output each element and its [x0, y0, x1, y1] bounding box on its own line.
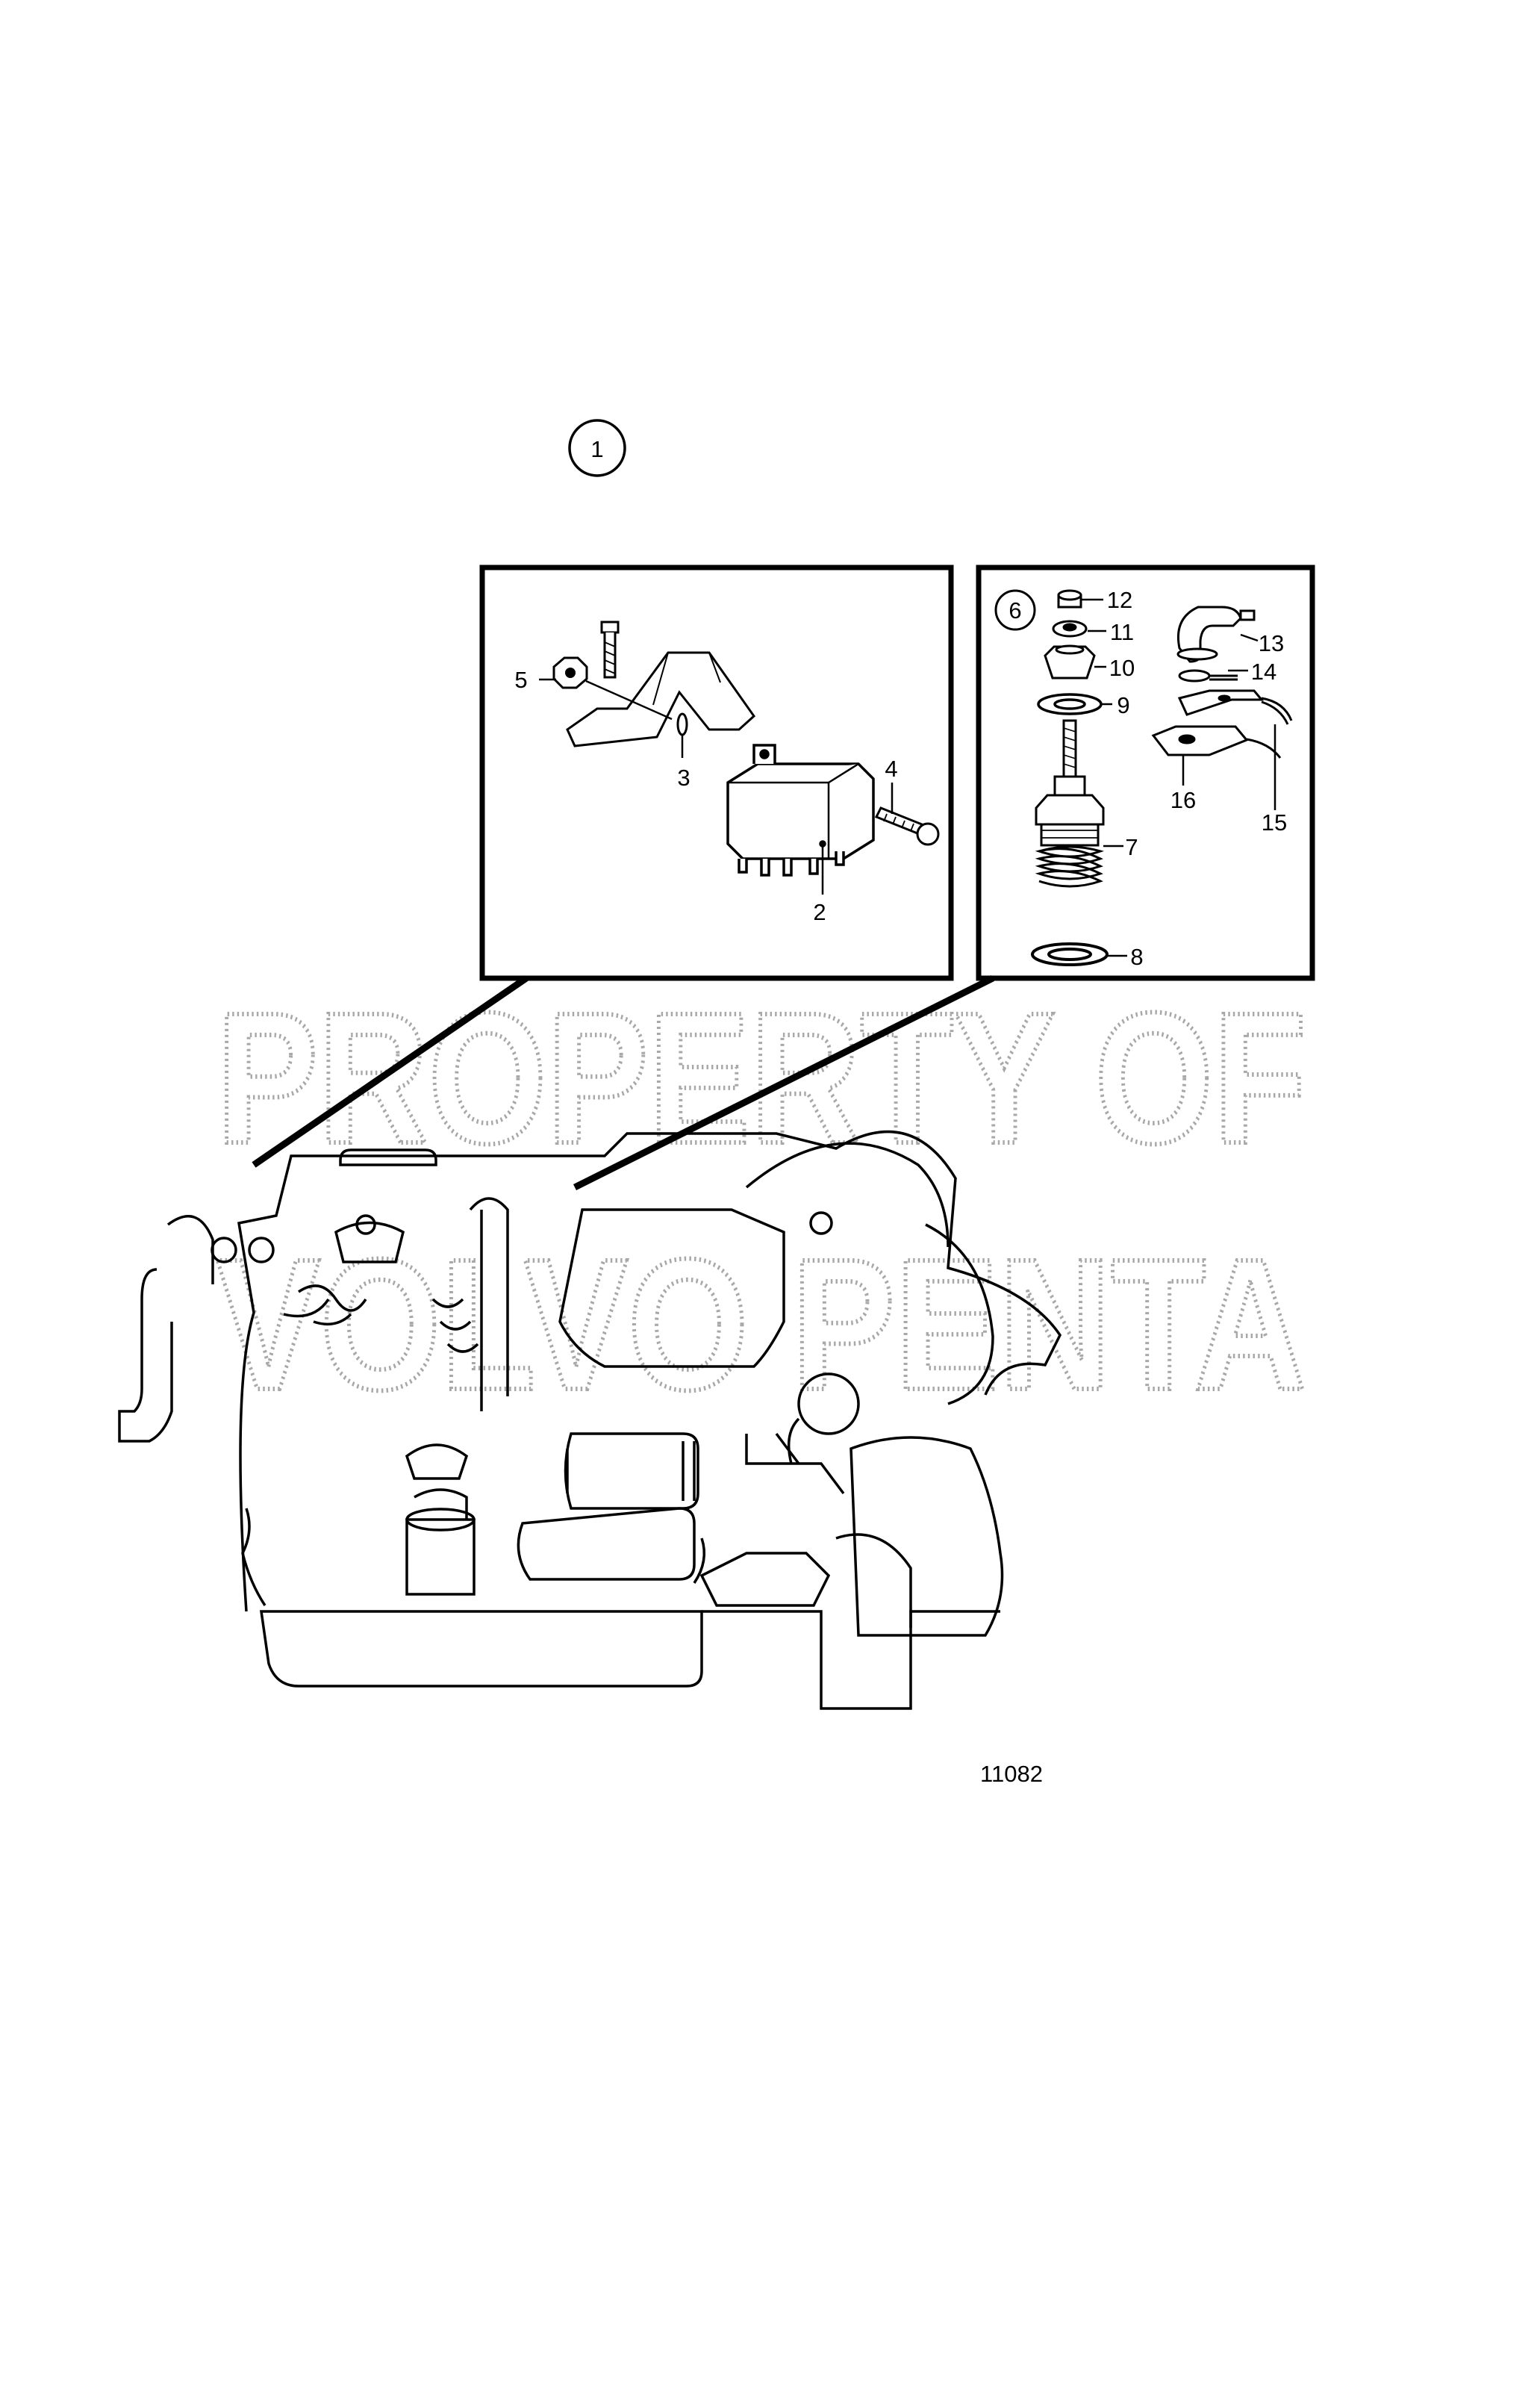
sealing-ring-icon	[1031, 942, 1109, 966]
nut-icon	[552, 656, 588, 689]
inset-glow-plug: 6	[976, 565, 1315, 981]
screw-icon	[874, 806, 940, 846]
cable-cover-icon	[1176, 606, 1256, 663]
part-label-13: 13	[1259, 630, 1284, 656]
relay-icon	[726, 744, 875, 877]
inset-frame-left	[479, 565, 954, 981]
part-label-12: 12	[1107, 587, 1132, 613]
inset-relay: 5 3 4 2	[479, 565, 954, 981]
part-label-2: 2	[813, 899, 826, 925]
insulator-icon	[1044, 644, 1096, 680]
part-label-5: 5	[514, 667, 527, 693]
washer-icon	[1052, 620, 1088, 638]
part-label-10: 10	[1109, 655, 1135, 681]
part-label-7: 7	[1125, 834, 1138, 860]
leader-lines-right	[1081, 598, 1276, 957]
connector-icon	[1151, 725, 1282, 759]
callout-detail-label: 6	[1009, 597, 1021, 624]
part-label-11: 11	[1110, 619, 1134, 645]
part-label-14: 14	[1251, 659, 1276, 685]
leader-lines-left	[539, 678, 894, 895]
part-label-3: 3	[677, 765, 690, 791]
part-label-9: 9	[1117, 692, 1129, 718]
bolt-icon	[600, 621, 620, 679]
drawing-number: 11082	[980, 1761, 1043, 1787]
inset-pointers	[252, 974, 995, 1191]
watermark-line-2: VOLVO PENTA	[216, 1220, 1306, 1428]
callout-main: 1	[568, 419, 626, 477]
callout-main-label: 1	[590, 436, 603, 462]
nut-icon	[1057, 589, 1082, 609]
washer-icon	[1037, 693, 1103, 715]
part-label-8: 8	[1130, 944, 1143, 970]
glow-plug-icon	[1035, 719, 1105, 888]
bracket-icon	[566, 651, 755, 747]
part-label-15: 15	[1262, 809, 1287, 836]
watermark: PROPERTY OF VOLVO PENTA	[214, 971, 1309, 1431]
inset-frame-right	[976, 565, 1315, 981]
cable-icon	[1177, 689, 1293, 725]
cable-lug-icon	[1178, 669, 1238, 682]
engine-illustration	[118, 1130, 1062, 1710]
part-label-16: 16	[1170, 787, 1196, 813]
part-label-4: 4	[885, 756, 897, 782]
